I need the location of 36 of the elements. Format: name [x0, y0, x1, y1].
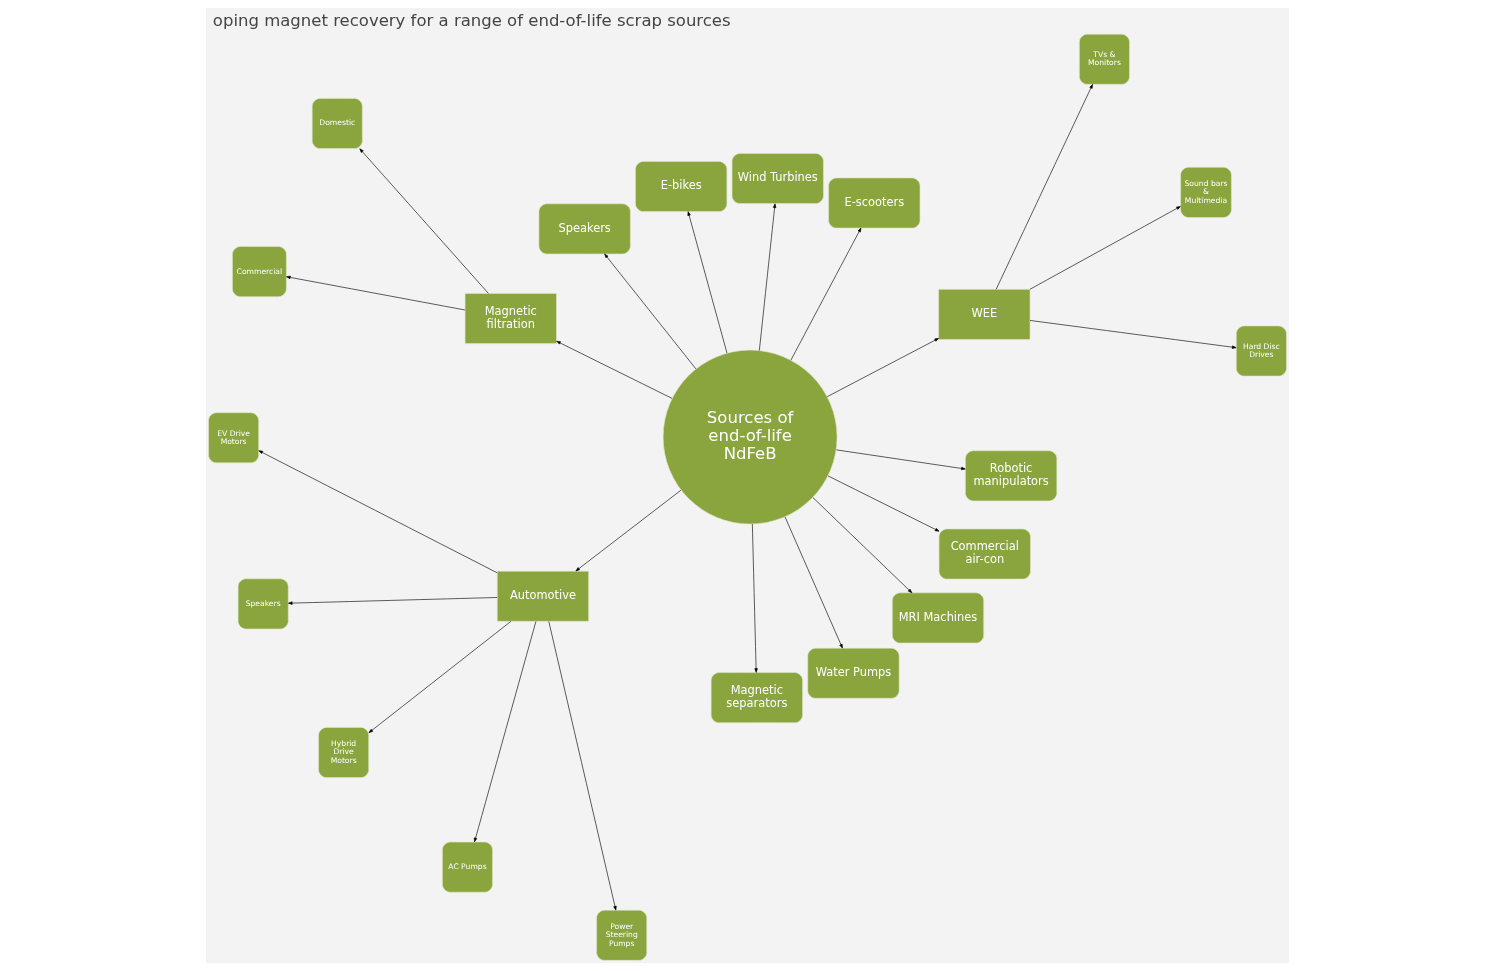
arrow — [258, 450, 498, 574]
node-box: Automotive — [496, 570, 589, 622]
arrow — [752, 523, 758, 673]
arrow — [835, 449, 966, 471]
arrow — [812, 497, 913, 594]
node-box: Magnetic separators — [710, 672, 803, 724]
node-box: E-bikes — [635, 161, 728, 212]
arrow — [604, 253, 697, 370]
node-box: Water Pumps — [807, 647, 900, 699]
arrow — [359, 148, 489, 294]
arrow — [473, 621, 537, 843]
arrow — [368, 621, 512, 733]
arrow — [286, 275, 466, 311]
node-box: Magnetic filtration — [464, 293, 557, 344]
arrow — [1029, 206, 1181, 290]
arrow — [1029, 320, 1237, 349]
arrow — [826, 338, 939, 397]
arrow — [827, 475, 940, 532]
diagram-title: oping magnet recovery for a range of end-of-life scrap sources — [212, 11, 731, 31]
arrow — [288, 597, 498, 605]
arrow — [687, 211, 728, 354]
node-circle: Sources of end-of-life NdFeB — [662, 349, 838, 525]
node-box: E-scooters — [828, 177, 921, 229]
arrow — [784, 516, 843, 649]
node-box: Robotic manipulators — [965, 450, 1058, 502]
arrow — [995, 84, 1093, 290]
node-box: Wind Turbines — [731, 153, 824, 204]
arrow — [759, 203, 777, 351]
arrow — [548, 621, 617, 911]
node-box: Speakers — [538, 203, 631, 255]
node-box: Commercial air-con — [938, 528, 1031, 580]
node-box: WEE — [938, 289, 1031, 340]
arrow — [790, 227, 862, 361]
arrow — [556, 340, 673, 399]
node-box: MRI Machines — [892, 592, 985, 644]
arrow — [575, 489, 682, 572]
